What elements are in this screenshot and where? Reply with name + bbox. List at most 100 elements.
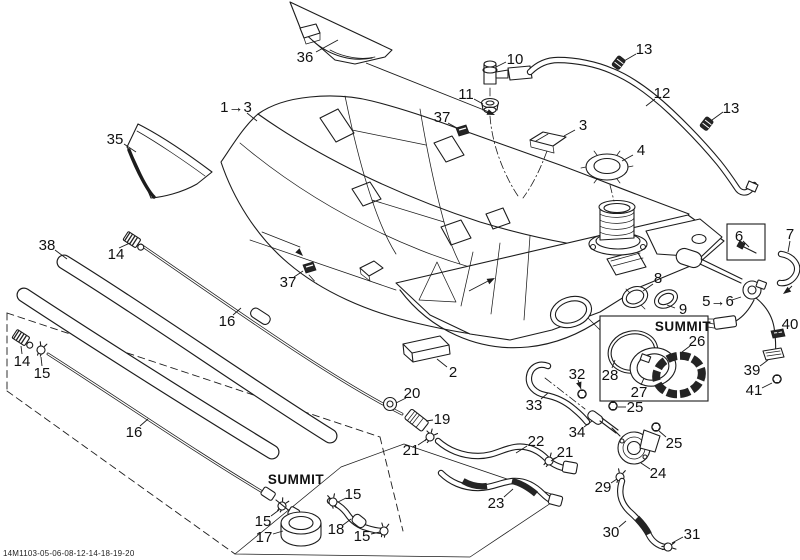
grommet-20 [382, 396, 398, 412]
leader-line-12 [645, 98, 656, 107]
callout-14: 14 [108, 246, 125, 263]
callout-29: 29 [595, 479, 612, 496]
leader-line-15 [270, 509, 280, 517]
callout-2: 2 [449, 364, 457, 381]
leader-line-33 [540, 392, 549, 400]
leader-line-35 [123, 143, 137, 153]
callout-28: 28 [602, 367, 619, 384]
callout-19: 19 [434, 411, 451, 428]
clamp-15e [378, 522, 390, 539]
callout-40: 40 [782, 316, 799, 333]
leader-line-30 [618, 520, 627, 528]
callout-39: 39 [744, 362, 761, 379]
leader-line-3 [563, 129, 576, 137]
callout-37: 37 [434, 109, 451, 126]
vent-hose-12 [507, 56, 759, 196]
leader-arrow-32 [576, 381, 582, 389]
nut-41 [772, 374, 782, 384]
callout-34: 34 [569, 424, 586, 441]
leader-line-14 [118, 242, 131, 249]
install-arrow-frame [468, 278, 495, 292]
leader-line-15 [40, 356, 43, 367]
callout-41: 41 [746, 382, 763, 399]
leader-line-28 [611, 359, 616, 369]
summit-inset-box [599, 315, 709, 402]
callout-13: 13 [636, 41, 653, 58]
leader-line-15 [337, 497, 347, 503]
callout-33: 33 [526, 397, 543, 414]
vent-elbow-10 [482, 60, 509, 97]
leader-line-36 [315, 39, 339, 53]
lock-ring-26 [652, 351, 706, 399]
fitting-14a [122, 230, 148, 253]
leader-line-1→3 [246, 112, 258, 122]
pump-mount-hole [549, 295, 593, 329]
leader-line-34 [583, 420, 593, 428]
clip-37b [295, 248, 319, 286]
callout-9: 9 [679, 301, 687, 318]
leader-line-31 [671, 536, 684, 544]
hose-23 [437, 469, 564, 507]
leader-line-16 [139, 418, 149, 427]
hose-7 [776, 250, 800, 287]
gasket-9 [653, 289, 679, 309]
grip-pad [319, 108, 355, 143]
callout-4: 4 [637, 142, 645, 159]
callout-12: 12 [654, 85, 671, 102]
callout-31: 31 [684, 526, 701, 543]
leader-line-20 [395, 397, 407, 404]
callouts: 361→335381414151616373710111312133422019… [14, 39, 799, 546]
leader-line-14 [20, 345, 23, 355]
callout-21: 21 [403, 442, 420, 459]
leader-line-10 [495, 61, 507, 68]
leader-line-11 [473, 98, 484, 105]
callout-11: 11 [458, 86, 474, 103]
diagram-code: 14M1103-05-06-08-12-14-18-19-20 [3, 549, 135, 558]
pad-2 [402, 335, 451, 363]
nut-25a [608, 401, 618, 411]
screw-box-6 [726, 223, 766, 261]
leader-line-9 [666, 304, 676, 309]
callout-16: 16 [126, 424, 143, 441]
leader-line-25 [658, 430, 667, 438]
callout-22: 22 [528, 433, 545, 450]
screw-6 [736, 240, 746, 250]
summit-region-label: SUMMIT [268, 472, 324, 487]
callout-35: 35 [107, 131, 124, 148]
callout-3: 3 [579, 117, 587, 134]
leader-line-5→6 [731, 296, 742, 301]
hose-18 [326, 493, 390, 539]
hose-22 [434, 437, 578, 475]
callout-25: 25 [627, 399, 644, 416]
leader-line-41 [761, 382, 773, 389]
leader-line-13 [623, 53, 637, 62]
grip-pad [351, 181, 382, 207]
callout-38: 38 [39, 237, 56, 254]
fuel-line-16-upper [122, 230, 404, 416]
callout-32: 32 [569, 366, 586, 383]
nut-25b [651, 422, 661, 432]
callout-7: 7 [786, 226, 794, 243]
callout-1→3: 1→3 [220, 99, 252, 116]
leader-line-37 [447, 122, 458, 129]
clamp-31 [660, 541, 677, 553]
fitting-14b [11, 328, 37, 351]
clip-40 [770, 328, 786, 339]
callout-15: 15 [255, 513, 272, 530]
hose-23-sleeve [461, 478, 488, 490]
callout-27: 27 [631, 384, 648, 401]
leader-line-18 [342, 518, 352, 526]
leader-line-4 [621, 154, 634, 162]
callout-18: 18 [328, 521, 345, 538]
leader-line-8 [642, 283, 654, 292]
vent-sleeve-13a [611, 55, 626, 70]
callout-6: 6 [735, 228, 743, 245]
callout-13: 13 [723, 100, 740, 117]
callout-15: 15 [354, 528, 371, 545]
callout-30: 30 [603, 524, 620, 541]
foam-strip-38 [56, 254, 338, 444]
leader-line-39 [759, 359, 769, 367]
leader-line-17 [272, 530, 284, 535]
grip-pad [440, 219, 472, 246]
